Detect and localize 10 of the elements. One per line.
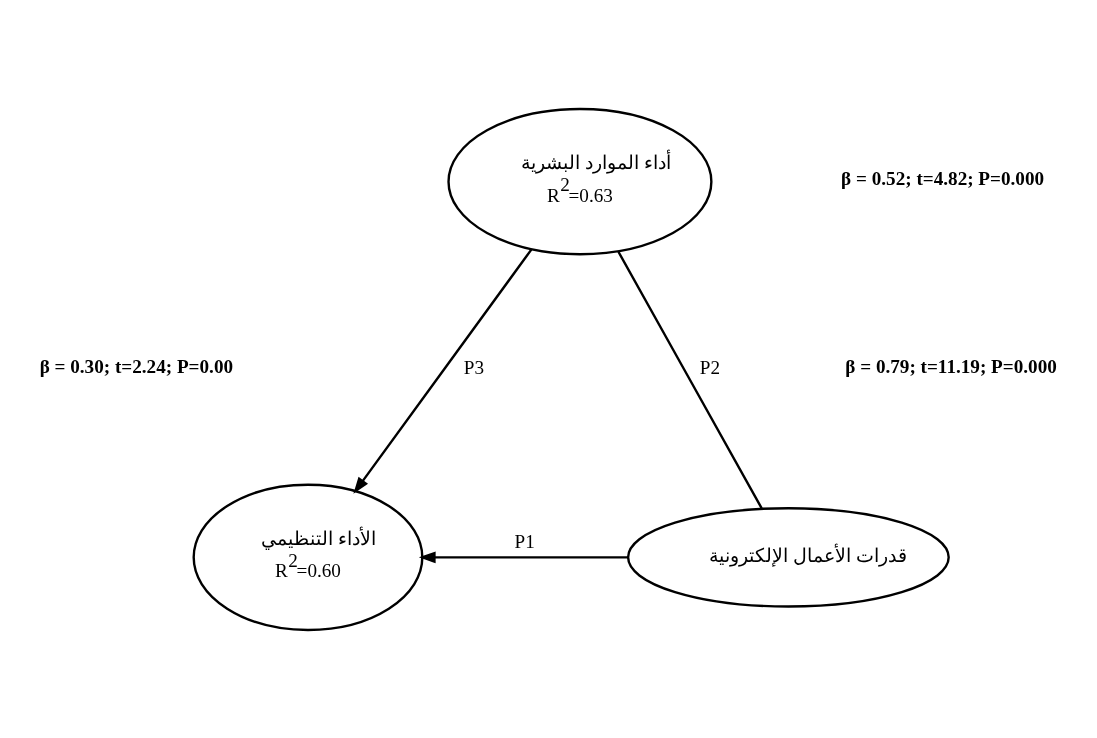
arrow bbox=[353, 248, 533, 494]
edge-label: P3 bbox=[463, 356, 484, 378]
connector bbox=[617, 250, 763, 509]
label: β = 0.79; t=11.19; P=0.000 bbox=[845, 355, 1057, 377]
arrow bbox=[418, 550, 629, 563]
edge-label: P2 bbox=[699, 356, 720, 378]
edge-label: P1 bbox=[514, 530, 535, 552]
label: β = 0.30; t=2.24; P=0.00 bbox=[39, 355, 234, 377]
node-ellipse: قدرات الأعمال الإلكترونية bbox=[626, 506, 950, 608]
label: β = 0.52; t=4.82; P=0.000 bbox=[841, 167, 1045, 189]
